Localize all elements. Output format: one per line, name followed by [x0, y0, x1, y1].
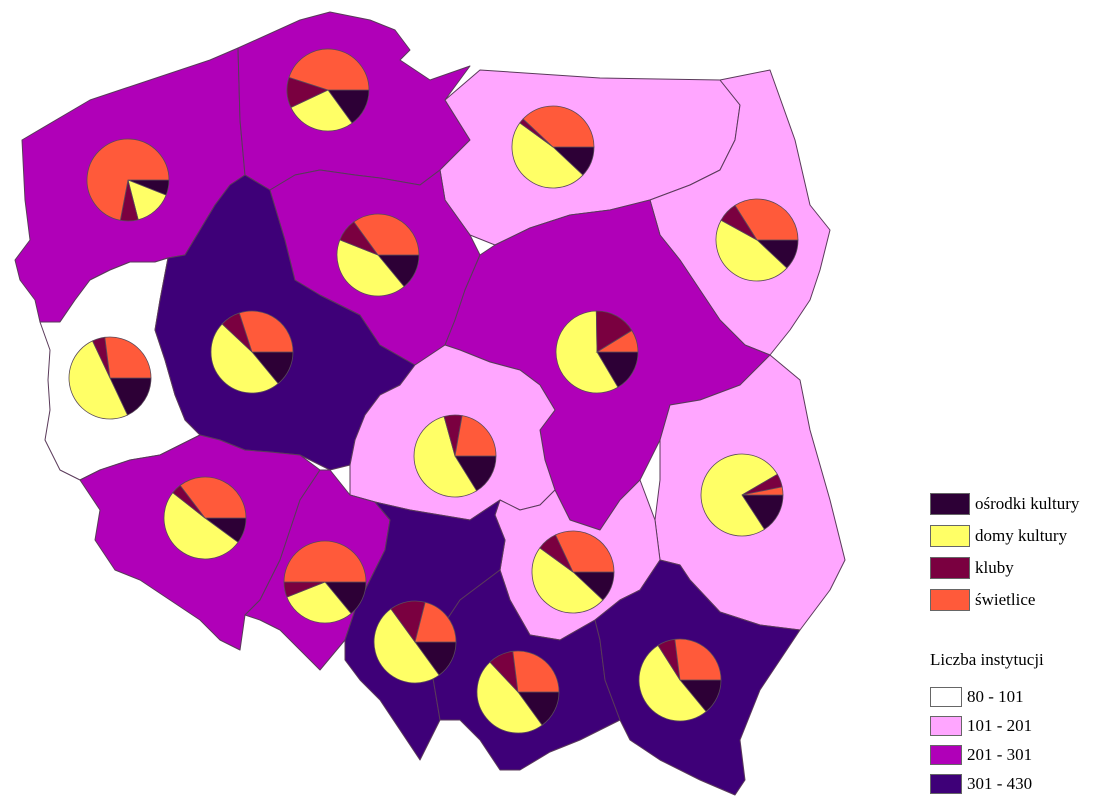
legend-item-osrodki: ośrodki kultury — [930, 492, 1110, 516]
pie-slice-swietlice — [238, 310, 294, 353]
class-legend-item-4: 301 - 430 — [930, 773, 1032, 795]
pie-lodzkie — [413, 414, 497, 498]
pie-slice-domy — [68, 340, 128, 420]
class-swatch-2 — [930, 716, 962, 736]
pie-slice-swietlice — [414, 601, 457, 643]
pie-swietokrzyskie — [531, 530, 615, 614]
class-label-3: 201 - 301 — [967, 745, 1033, 764]
pie-slice-domy — [163, 492, 239, 560]
pie-opolskie — [283, 540, 367, 624]
pie-lubelskie — [700, 453, 784, 537]
pie-slice-domy — [336, 239, 405, 297]
class-legend-item-2: 101 - 201 — [930, 715, 1032, 737]
pie-slice-domy — [555, 310, 619, 394]
legend-swatch-osrodki — [930, 493, 970, 515]
pie-slice-swietlice — [353, 213, 420, 256]
pie-warminsko-mazurskie — [511, 105, 595, 189]
legend-swatch-swietlice — [930, 589, 970, 611]
class-swatch-3 — [930, 745, 962, 765]
pie-slice-swietlice — [734, 198, 799, 241]
legend-item-swietlice: świetlice — [930, 588, 1110, 612]
pie-slice-swietlice — [741, 486, 784, 496]
pie-kujawsko-pomorskie — [336, 213, 420, 297]
class-label-2: 101 - 201 — [967, 716, 1033, 735]
legend-label-swietlice: świetlice — [975, 590, 1036, 609]
pie-slice-swietlice — [595, 329, 639, 353]
pie-slice-domy — [290, 89, 353, 132]
legend-label-domy: domy kultury — [975, 526, 1068, 545]
pie-pomorskie — [286, 48, 370, 132]
pie-slice-swietlice — [555, 530, 615, 573]
pie-lubuskie — [68, 336, 152, 420]
pie-mazowieckie — [555, 310, 639, 394]
pie-slice-domy — [638, 644, 707, 722]
pie-slice-domy — [715, 219, 788, 282]
legend-label-osrodki: ośrodki kultury — [975, 494, 1080, 513]
pie-slice-swietlice — [104, 336, 152, 379]
legend-swatch-kluby — [930, 557, 970, 579]
legend-item-domy: domy kultury — [930, 524, 1110, 548]
pie-podkarpackie — [638, 638, 722, 722]
class-legend-item-3: 201 - 301 — [930, 744, 1032, 766]
pie-slice-swietlice — [512, 650, 560, 693]
pie-slice-domy — [413, 415, 478, 498]
category-legend: ośrodki kultury domy kultury kluby świet… — [930, 492, 1110, 620]
pie-slice-swietlice — [288, 48, 370, 91]
legend-item-kluby: kluby — [930, 556, 1110, 580]
legend-swatch-domy — [930, 525, 970, 547]
pie-slice-domy — [373, 608, 440, 684]
pie-slice-domy — [700, 453, 778, 537]
pie-dolnoslaskie — [163, 476, 247, 560]
pie-slice-swietlice — [86, 138, 170, 221]
pie-slice-domy — [511, 122, 584, 189]
pie-slice-swietlice — [674, 638, 722, 681]
pie-podlaskie — [715, 198, 799, 282]
pie-slice-osrodki — [109, 377, 152, 416]
legend-title: Liczba instytucji — [930, 650, 1044, 669]
pie-slice-domy — [210, 323, 279, 394]
pie-slice-swietlice — [179, 476, 247, 519]
pie-slice-swietlice — [454, 415, 497, 457]
class-swatch-4 — [930, 774, 962, 794]
pie-wielkopolskie — [210, 310, 294, 394]
class-swatch-1 — [930, 687, 962, 707]
class-legend: 80 - 101 101 - 201 201 - 301 301 - 430 — [930, 686, 1032, 802]
class-legend-item-1: 80 - 101 — [930, 686, 1032, 708]
pie-slice-swietlice — [522, 105, 595, 148]
pie-malopolskie — [476, 650, 560, 734]
class-label-1: 80 - 101 — [967, 687, 1024, 706]
class-label-4: 301 - 430 — [967, 774, 1033, 793]
pie-slaskie — [373, 600, 457, 684]
legend-label-kluby: kluby — [975, 558, 1014, 577]
pie-zachodniopomorskie — [86, 138, 170, 222]
pies-layer — [68, 48, 799, 734]
pie-slice-domy — [286, 581, 352, 624]
pie-slice-domy — [476, 661, 543, 734]
pie-slice-swietlice — [283, 540, 367, 583]
pie-slice-domy — [531, 547, 604, 614]
